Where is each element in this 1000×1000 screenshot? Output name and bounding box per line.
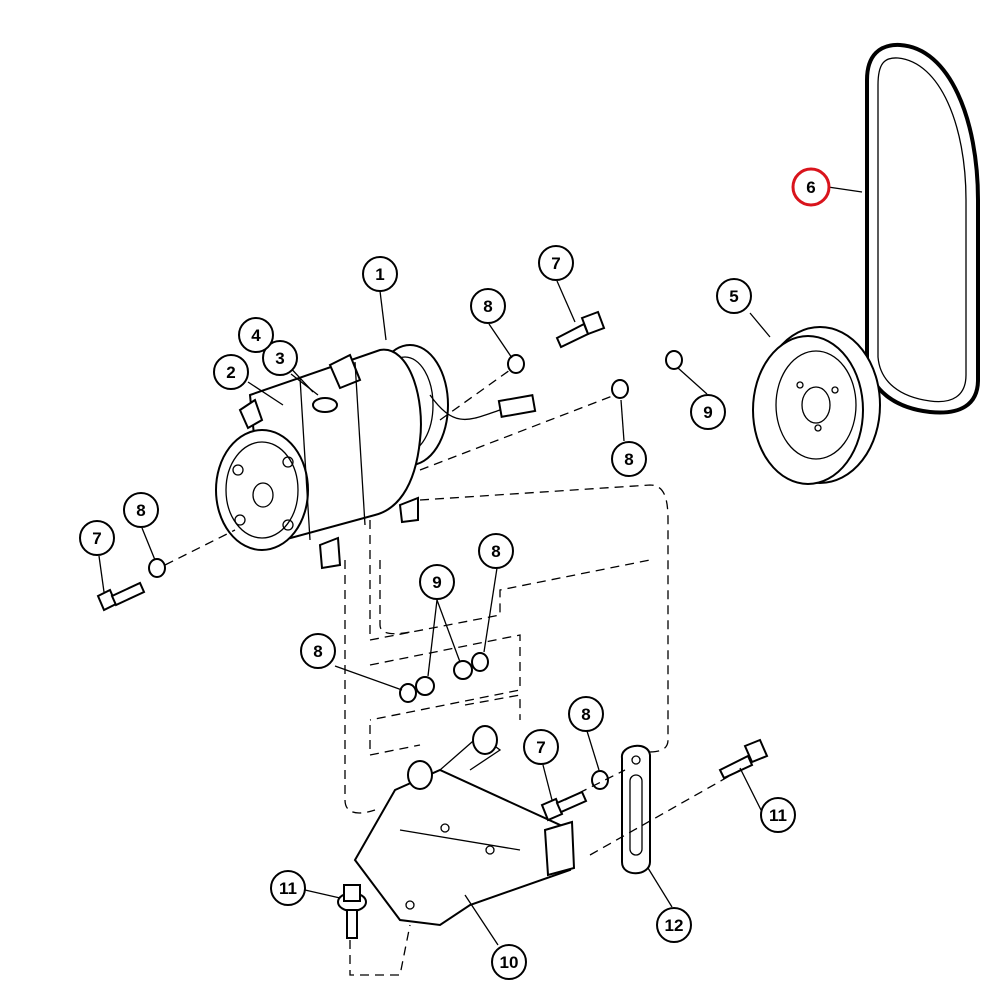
svg-text:6: 6 <box>806 178 815 197</box>
nuts <box>415 350 683 696</box>
svg-text:8: 8 <box>313 642 322 661</box>
callout-8-middle: 8 <box>478 533 514 569</box>
svg-text:8: 8 <box>491 542 500 561</box>
svg-text:2: 2 <box>226 363 235 382</box>
svg-text:7: 7 <box>536 738 545 757</box>
svg-text:9: 9 <box>432 573 441 592</box>
leader-lines <box>98 186 863 946</box>
callout-7-left: 7 <box>79 520 115 556</box>
bolt-7-bottom <box>540 790 588 822</box>
callout-8-lower-right: 8 <box>568 696 604 732</box>
callout-3: 3 <box>262 340 298 376</box>
svg-text:7: 7 <box>551 254 560 273</box>
callout-9-middle: 9 <box>419 564 455 600</box>
bolt-7-left <box>96 581 146 612</box>
callout-8-right: 8 <box>611 441 647 477</box>
svg-text:8: 8 <box>483 297 492 316</box>
callout-1: 1 <box>362 256 398 292</box>
bolt-7-top <box>555 310 606 349</box>
callout-2: 2 <box>213 354 249 390</box>
bolt-11-bottom <box>337 884 367 939</box>
callout-4: 4 <box>238 317 274 353</box>
svg-text:5: 5 <box>729 287 738 306</box>
callout-8-top: 8 <box>470 288 506 324</box>
svg-text:11: 11 <box>769 806 787 825</box>
svg-text:4: 4 <box>251 326 261 345</box>
svg-text:7: 7 <box>92 529 101 548</box>
drive-belt <box>865 42 980 415</box>
callout-10: 10 <box>491 944 527 980</box>
callout-12: 12 <box>656 907 692 943</box>
callout-6[interactable]: 6 <box>791 167 831 207</box>
callout-11-right: 11 <box>760 797 796 833</box>
mounting-bracket <box>353 725 576 927</box>
callout-8-lower-left: 8 <box>300 633 336 669</box>
svg-text:9: 9 <box>703 403 712 422</box>
svg-text:8: 8 <box>624 450 633 469</box>
assembly-lines <box>164 369 741 976</box>
callout-11-bottom: 11 <box>270 870 306 906</box>
svg-text:10: 10 <box>500 953 519 972</box>
bolt-11-right <box>718 738 769 780</box>
callout-8-left: 8 <box>123 492 159 528</box>
svg-text:1: 1 <box>375 265 384 284</box>
svg-text:11: 11 <box>279 879 297 898</box>
compressor <box>215 344 537 570</box>
callout-9-right: 9 <box>690 394 726 430</box>
pulley <box>752 326 881 485</box>
callout-7-bottom: 7 <box>523 729 559 765</box>
svg-text:3: 3 <box>275 349 284 368</box>
callout-5: 5 <box>716 278 752 314</box>
slotted-strap <box>621 744 651 875</box>
svg-text:8: 8 <box>136 501 145 520</box>
svg-text:12: 12 <box>665 916 684 935</box>
svg-text:8: 8 <box>581 705 590 724</box>
callout-7-top: 7 <box>538 245 574 281</box>
